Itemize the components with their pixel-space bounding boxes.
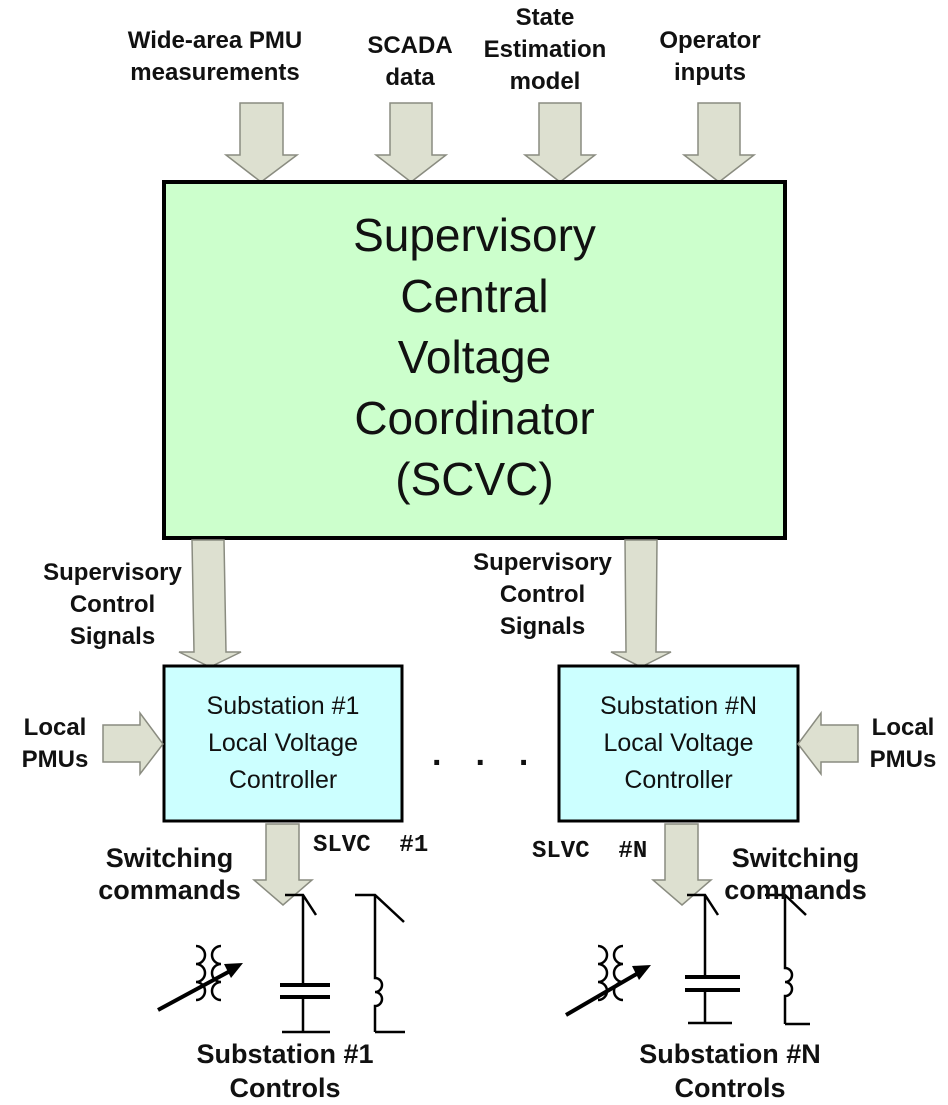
pmu-input-label: Wide-area PMU measurements bbox=[110, 25, 320, 89]
tap-transformer-icon bbox=[195, 944, 222, 1002]
switching-commands-label-left: Switching commands bbox=[82, 842, 257, 906]
local-pmus-right-line-1: Local bbox=[871, 714, 935, 741]
substation-n-control-symbols bbox=[564, 893, 810, 1026]
controls-1-line-2: Controls bbox=[229, 1073, 341, 1103]
local-pmus-right-line-2: PMUs bbox=[869, 746, 937, 773]
pmu-label-line-2: measurements bbox=[130, 59, 300, 86]
state-input-label: State Estimation model bbox=[470, 2, 620, 98]
state-label-line-2: Estimation bbox=[483, 36, 607, 63]
scada-label-line-1: SCADA bbox=[367, 32, 453, 59]
tap-changer-arrowhead bbox=[224, 963, 243, 978]
supervisory-signals-label-right: Supervisory Control Signals bbox=[460, 547, 625, 643]
scvc-title-line-4: Coordinator bbox=[354, 392, 595, 444]
signals-left-line-1: Supervisory bbox=[43, 559, 182, 586]
substation-1-line-3: Controller bbox=[228, 766, 338, 794]
capacitor-icon bbox=[280, 893, 330, 1034]
supervisory-signal-arrow-left bbox=[178, 539, 242, 668]
operator-input-label: Operator inputs bbox=[640, 25, 780, 89]
scada-label-line-2: data bbox=[385, 64, 435, 91]
state-label-line-3: model bbox=[509, 68, 581, 95]
substation-1-line-1: Substation #1 bbox=[206, 692, 360, 720]
operator-input-arrow bbox=[681, 102, 757, 183]
slvc-1-tag: SLVC #1 bbox=[313, 832, 429, 859]
pmu-label-line-1: Wide-area PMU bbox=[127, 27, 303, 54]
signals-left-line-3: Signals bbox=[69, 623, 156, 650]
capacitor-icon bbox=[685, 893, 740, 1025]
substation-n-title: Substation #N Local Voltage Controller bbox=[559, 688, 798, 799]
substation-1-title: Substation #1 Local Voltage Controller bbox=[164, 688, 402, 799]
substation-1-control-symbols bbox=[157, 893, 405, 1034]
switching-left-line-2: commands bbox=[98, 875, 241, 905]
slvc-n-tag: SLVC #N bbox=[532, 838, 648, 865]
substation-n-line-3: Controller bbox=[624, 766, 733, 794]
switching-arrow-right bbox=[650, 823, 714, 906]
signals-right-line-2: Control bbox=[499, 581, 586, 608]
signals-right-line-3: Signals bbox=[499, 613, 586, 640]
controls-1-line-1: Substation #1 bbox=[196, 1039, 374, 1069]
tap-changer-arrowhead bbox=[632, 965, 651, 980]
substation-n-line-2: Local Voltage bbox=[603, 729, 754, 757]
switching-left-line-1: Switching bbox=[105, 843, 234, 873]
scvc-box bbox=[162, 180, 787, 540]
local-pmus-left-line-1: Local bbox=[23, 714, 87, 741]
substation-n-controls-label: Substation #N Controls bbox=[600, 1037, 860, 1105]
tap-changer-arrow-line bbox=[564, 970, 642, 1017]
switching-commands-label-right: Switching commands bbox=[708, 842, 883, 906]
signals-left-line-2: Control bbox=[69, 591, 156, 618]
switching-right-line-2: commands bbox=[724, 875, 867, 905]
substation-n-box bbox=[557, 664, 800, 823]
local-pmu-arrow-left bbox=[102, 710, 164, 777]
operator-label-line-1: Operator bbox=[659, 27, 761, 54]
pmu-input-arrow bbox=[223, 102, 300, 183]
controls-n-line-1: Substation #N bbox=[639, 1039, 821, 1069]
scvc-title-line-3: Voltage bbox=[397, 331, 552, 383]
signals-right-line-1: Supervisory bbox=[473, 549, 612, 576]
substation-1-box bbox=[162, 664, 404, 823]
reactor-icon bbox=[765, 893, 810, 1026]
scvc-title-line-1: Supervisory bbox=[353, 209, 596, 261]
local-pmu-arrow-right bbox=[797, 710, 859, 777]
scvc-title-line-5: (SCVC) bbox=[395, 453, 554, 505]
supervisory-signal-arrow-right bbox=[610, 539, 672, 668]
tap-changer-arrow-line bbox=[157, 968, 233, 1012]
state-label-line-1: State bbox=[515, 4, 575, 31]
tap-transformer-icon bbox=[597, 944, 624, 1002]
local-pmus-label-right: Local PMUs bbox=[860, 712, 946, 776]
substation-1-controls-label: Substation #1 Controls bbox=[160, 1037, 410, 1105]
operator-label-line-2: inputs bbox=[674, 59, 746, 86]
controls-n-line-2: Controls bbox=[674, 1073, 786, 1103]
local-pmus-label-left: Local PMUs bbox=[10, 712, 100, 776]
scvc-title-line-2: Central bbox=[400, 270, 549, 322]
state-input-arrow bbox=[522, 102, 598, 183]
reactor-icon bbox=[355, 893, 405, 1034]
scada-input-label: SCADA data bbox=[345, 30, 475, 94]
substation-n-line-1: Substation #N bbox=[599, 692, 758, 720]
substation-1-line-2: Local Voltage bbox=[207, 729, 359, 757]
switching-arrow-left bbox=[251, 823, 315, 906]
supervisory-signals-label-left: Supervisory Control Signals bbox=[30, 557, 195, 653]
switching-right-line-1: Switching bbox=[731, 843, 860, 873]
scvc-title: Supervisory Central Voltage Coordinator … bbox=[164, 205, 785, 510]
scada-input-arrow bbox=[373, 102, 449, 183]
local-pmus-left-line-2: PMUs bbox=[21, 746, 89, 773]
ellipsis-dots: ... bbox=[432, 735, 563, 773]
